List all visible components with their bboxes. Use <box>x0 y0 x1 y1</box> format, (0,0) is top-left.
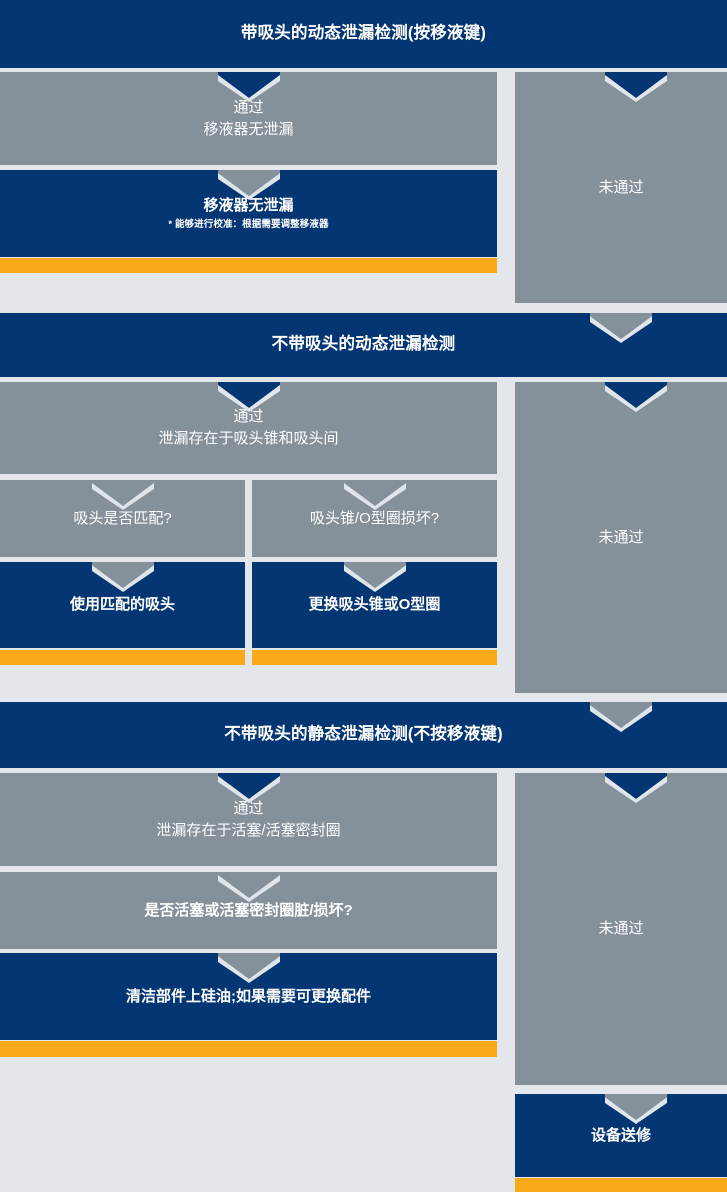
chevron-down-icon <box>218 872 280 902</box>
final-result-box: 设备送修 <box>515 1094 727 1177</box>
section-3-pass-label: 通过 <box>233 799 264 817</box>
chevron-down-icon <box>92 480 154 510</box>
section-2-branch-1-action: 更换吸头锥或O型圈 <box>252 562 497 648</box>
section-2-branch-0-question-label: 吸头是否匹配? <box>73 509 172 527</box>
chevron-down-icon <box>605 1094 667 1124</box>
section-3-header: 不带吸头的静态泄漏检测(不按移液键) <box>0 702 727 768</box>
section-3-fail-box: 未通过 <box>515 773 727 1085</box>
section-1-result-title: 移液器无泄漏 <box>203 196 294 214</box>
section-2-fail-box: 未通过 <box>515 382 727 693</box>
section-2-header-label: 不带吸头的动态泄漏检测 <box>271 335 456 354</box>
section-2-branch-0-action: 使用匹配的吸头 <box>0 562 245 648</box>
section-2-branch-0-question: 吸头是否匹配? <box>0 480 245 557</box>
section-1-pass-box: 通过 移液器无泄漏 <box>0 72 497 165</box>
chevron-down-icon <box>590 702 652 732</box>
section-2-pass-label: 通过 <box>233 408 264 426</box>
final-accent-bar <box>515 1178 727 1192</box>
section-1-header-label: 带吸头的动态泄漏检测(按移液键) <box>240 24 487 43</box>
chevron-down-icon <box>590 313 652 343</box>
section-1-result-box: 移液器无泄漏 * 能够进行校准：根据需要调整移液器 <box>0 170 497 257</box>
section-3-pass-detail: 泄漏存在于活塞/活塞密封圈 <box>156 821 341 839</box>
section-1-accent-bar <box>0 258 497 273</box>
section-1-fail-box: 未通过 <box>515 72 727 303</box>
section-1-result-note: * 能够进行校准：根据需要调整移液器 <box>168 219 329 231</box>
section-3-pass-box: 通过 泄漏存在于活塞/活塞密封圈 <box>0 773 497 866</box>
section-1-pass-detail: 移液器无泄漏 <box>203 120 294 138</box>
chevron-down-icon <box>605 72 667 102</box>
chevron-down-icon <box>605 382 667 412</box>
section-3-action-box: 清洁部件上硅油;如果需要可更换配件 <box>0 953 497 1040</box>
section-2-branch-1-question: 吸头锥/O型圈损坏? <box>252 480 497 557</box>
section-3-question-box: 是否活塞或活塞密封圈脏/损坏? <box>0 872 497 949</box>
section-2-pass-box: 通过 泄漏存在于吸头锥和吸头间 <box>0 382 497 474</box>
chevron-down-icon <box>344 480 406 510</box>
chevron-down-icon <box>92 562 154 592</box>
section-3-accent-bar <box>0 1041 497 1057</box>
section-2-fail-label: 未通过 <box>598 528 644 546</box>
section-2-pass-detail: 泄漏存在于吸头锥和吸头间 <box>158 430 339 447</box>
section-3-fail-label: 未通过 <box>598 920 644 938</box>
chevron-down-icon <box>605 773 667 803</box>
chevron-down-icon <box>344 562 406 592</box>
section-2-header: 不带吸头的动态泄漏检测 <box>0 313 727 377</box>
chevron-down-icon <box>218 953 280 983</box>
section-2-branch-1-question-label: 吸头锥/O型圈损坏? <box>309 509 440 527</box>
section-2-branch-0-accent-bar <box>0 650 245 665</box>
final-result-label: 设备送修 <box>590 1126 651 1144</box>
section-1-pass-label: 通过 <box>233 98 264 116</box>
section-3-action-label: 清洁部件上硅油;如果需要可更换配件 <box>126 987 371 1005</box>
section-1-fail-label: 未通过 <box>598 178 644 196</box>
section-2-branch-1-accent-bar <box>252 650 497 665</box>
section-3-header-label: 不带吸头的静态泄漏检测(不按移液键) <box>224 725 503 744</box>
section-2-branch-0-action-label: 使用匹配的吸头 <box>69 596 175 614</box>
section-1-header: 带吸头的动态泄漏检测(按移液键) <box>0 0 727 68</box>
section-2-branch-1-action-label: 更换吸头锥或O型圈 <box>308 596 441 614</box>
section-3-question-label: 是否活塞或活塞密封圈脏/损坏? <box>144 901 353 919</box>
